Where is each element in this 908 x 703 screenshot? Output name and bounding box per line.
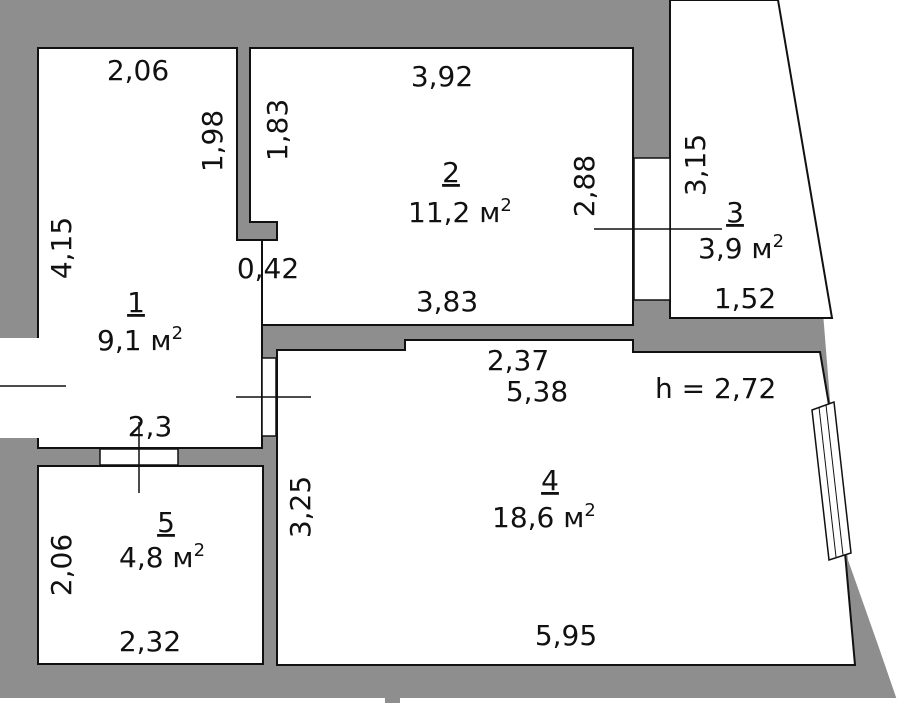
room-5-floor: [37, 465, 264, 665]
room-4-number: 4: [541, 464, 559, 497]
room-3-number: 3: [726, 196, 744, 229]
room-4-area-value: 18,6 м: [492, 501, 584, 534]
dim-niche-depth: 0,42: [237, 252, 299, 285]
room-3-area-value: 3,9 м: [698, 232, 773, 265]
room-4-area: 18,6 м2: [492, 500, 596, 534]
window-room4-pane-2: [825, 404, 844, 556]
dim-r2-right: 2,88: [568, 155, 601, 217]
dim-r5-bottom: 2,32: [119, 625, 181, 658]
dim-r1-inner: 1,98: [196, 110, 229, 172]
dim-r3-left: 3,15: [679, 134, 712, 196]
room-2-area: 11,2 м2: [408, 195, 512, 229]
entrance-opening: [0, 338, 40, 438]
room-5-area: 4,8 м2: [119, 540, 205, 574]
room-2-floor: [249, 47, 634, 326]
dim-r4-top-a: 2,37: [487, 344, 549, 377]
room-5-area-sup: 2: [194, 540, 205, 561]
dim-r4-top-b: 5,38: [506, 375, 568, 408]
bottom-strip-left: [0, 698, 385, 703]
room-1-area: 9,1 м2: [97, 323, 183, 357]
room-2-area-value: 11,2 м: [408, 196, 500, 229]
room-1-area-value: 9,1 м: [97, 324, 172, 357]
dim-r4-left: 3,25: [284, 476, 317, 538]
room-3-area: 3,9 м2: [698, 231, 784, 265]
room-3-area-sup: 2: [773, 231, 784, 252]
dim-r2-bottom: 3,83: [416, 285, 478, 318]
dim-r2-top: 3,92: [411, 60, 473, 93]
room-1-number: 1: [127, 286, 145, 319]
dim-r1-top: 2,06: [107, 54, 169, 87]
window-room4: [811, 400, 852, 561]
dim-r5-left: 2,06: [45, 534, 78, 596]
room-5-area-value: 4,8 м: [119, 541, 194, 574]
ceiling-height: h = 2,72: [655, 372, 776, 405]
dim-niche-wall: 1,83: [261, 99, 294, 161]
dim-r4-bottom: 5,95: [535, 619, 597, 652]
bottom-strip-right: [400, 698, 898, 703]
dim-r3-bottom: 1,52: [714, 282, 776, 315]
dim-r1-bottom: 2,3: [128, 410, 173, 443]
outside-area: [778, 0, 908, 703]
room-5-number: 5: [157, 506, 175, 539]
room-1-area-sup: 2: [172, 323, 183, 344]
room-2-number: 2: [442, 156, 460, 189]
window-room4-pane-1: [818, 406, 837, 558]
dim-r1-left: 4,15: [45, 217, 78, 279]
room-4-area-sup: 2: [584, 500, 595, 521]
room-2-area-sup: 2: [500, 195, 511, 216]
room-4-floor: [276, 339, 857, 666]
